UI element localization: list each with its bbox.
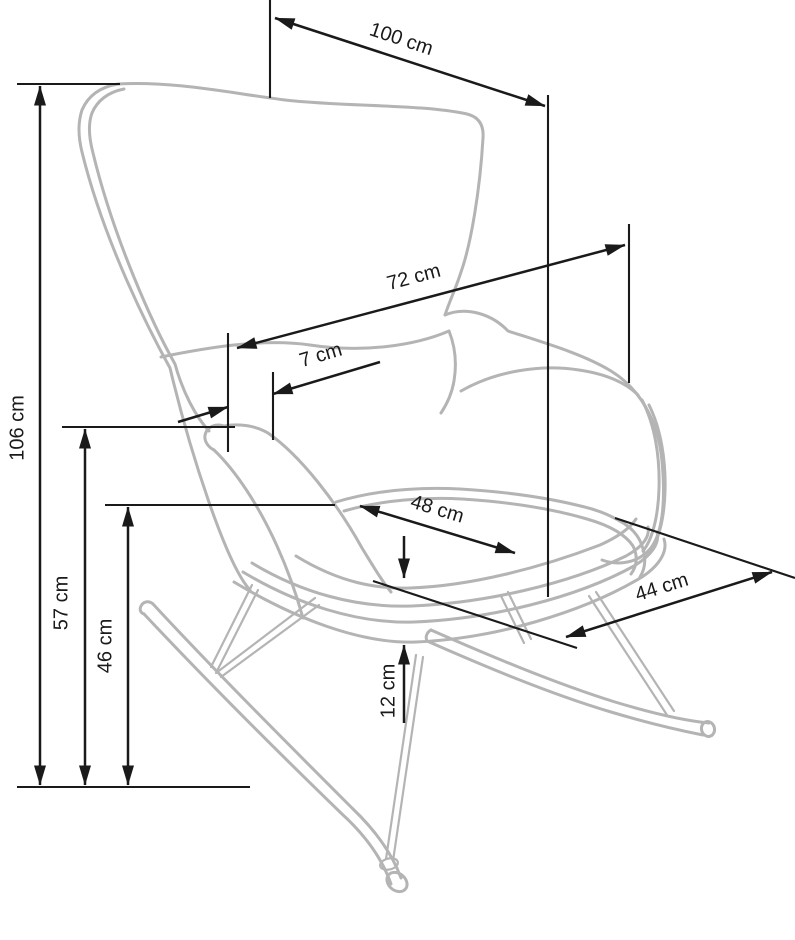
left-rocker-rear-tip xyxy=(138,600,155,616)
dimension-12cm: 12 cm xyxy=(377,536,410,723)
dimension-44cm: 44 cm xyxy=(372,517,795,649)
dimension-label-72cm: 72 cm xyxy=(385,260,443,295)
left-rocker-lower-edge xyxy=(142,612,393,886)
dimension-label-12cm: 12 cm xyxy=(377,664,399,718)
back-left-edge-outer xyxy=(77,82,252,592)
dimension-label-100cm: 100 cm xyxy=(367,19,436,61)
extension-line xyxy=(372,580,578,649)
dimension-arrow-right xyxy=(272,360,381,396)
right-rocker-rear-tip xyxy=(424,628,433,643)
front-right-leg xyxy=(499,590,533,645)
dimension-line xyxy=(274,16,546,108)
dimension-57cm: 57 cm xyxy=(50,425,235,786)
back-left-edge-inner xyxy=(88,87,211,433)
left-armrest-top-edge xyxy=(222,423,393,594)
chair-outline xyxy=(77,82,717,894)
seat-shell-line-3 xyxy=(241,530,660,624)
right-rocker-lower-edge xyxy=(425,639,705,737)
seat-shell-line-4 xyxy=(232,537,667,644)
left-rocker-front-cap xyxy=(385,870,409,894)
seat-front-edge-outer xyxy=(334,486,647,579)
front-left-foot xyxy=(379,857,399,871)
right-armrest-piping-1 xyxy=(640,398,661,553)
left-armrest-bottom-edge xyxy=(212,448,305,620)
rear-left-leg-2 xyxy=(214,596,321,679)
dimension-7cm: 7 cm xyxy=(177,339,381,440)
legs xyxy=(209,583,676,871)
dimension-line xyxy=(565,570,773,639)
left-armrest-front-hook xyxy=(203,423,226,452)
right-armrest-top-inner xyxy=(459,366,640,397)
right-rocker-front-cap xyxy=(699,720,717,738)
seat-shell-line-2 xyxy=(250,525,650,608)
dimension-label-46cm: 46 cm xyxy=(94,619,116,673)
rockers xyxy=(138,600,717,894)
dimension-line xyxy=(236,243,626,350)
rear-left-leg xyxy=(209,583,260,673)
right-rocker-upper-edge xyxy=(429,628,711,725)
right-wing-inner-curve xyxy=(439,329,457,415)
dimension-line xyxy=(359,504,516,555)
dimension-106cm: 106 cm xyxy=(6,82,120,786)
left-armrest xyxy=(203,423,393,620)
seat-shell-line-1 xyxy=(294,517,638,590)
front-left-leg xyxy=(384,653,425,863)
left-rocker-upper-edge xyxy=(151,602,403,880)
dimension-label-57cm: 57 cm xyxy=(50,576,72,630)
dimension-arrow-left xyxy=(177,405,229,424)
seat xyxy=(232,486,667,644)
extension-line xyxy=(614,517,795,579)
dimension-46cm: 46 cm xyxy=(94,503,335,786)
dimension-label-106cm: 106 cm xyxy=(6,395,28,461)
